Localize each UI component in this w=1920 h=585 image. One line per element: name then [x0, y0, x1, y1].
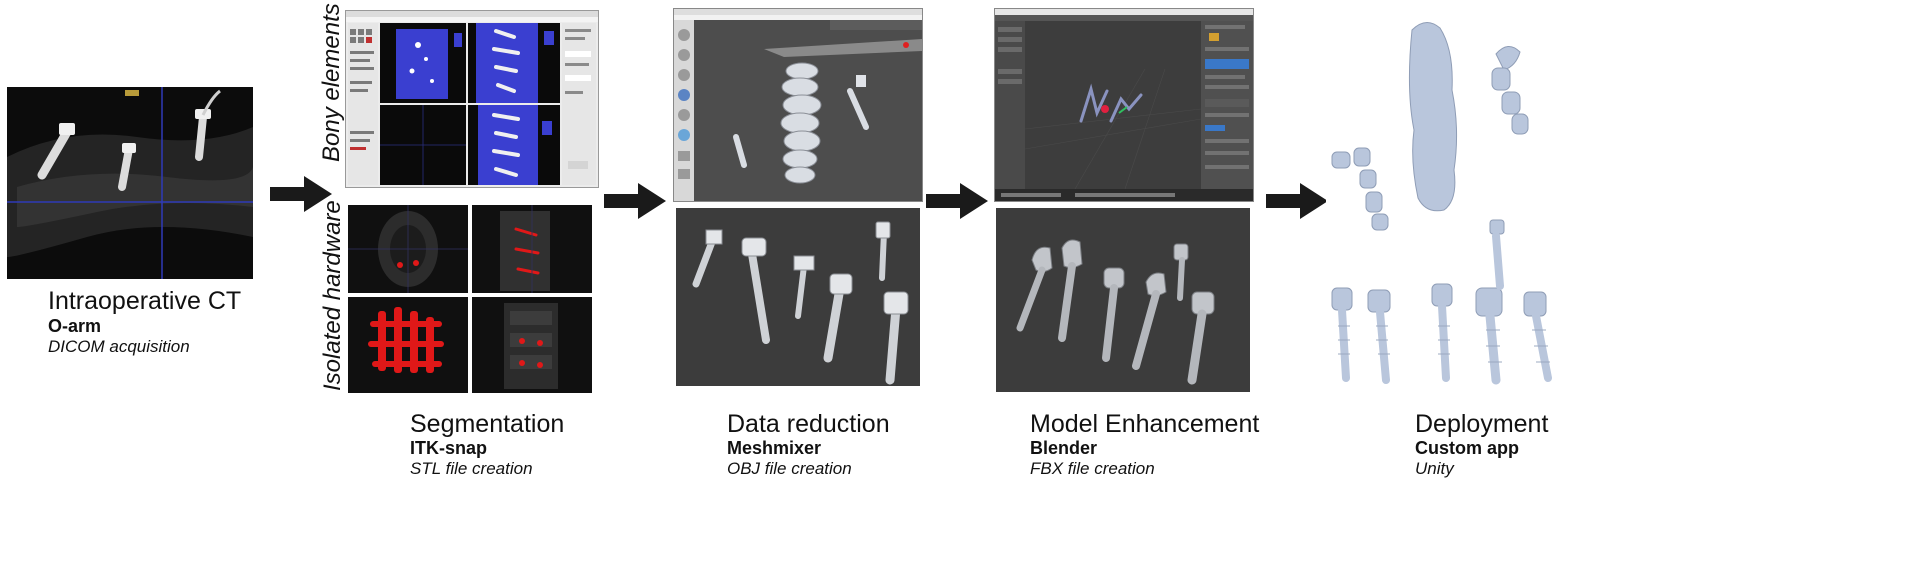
flow-arrow	[1266, 183, 1328, 219]
stage-note: Unity	[1415, 459, 1454, 478]
stage-tool: ITK-snap	[410, 438, 488, 458]
flow-arrow	[604, 183, 666, 219]
hardware-coronal-view	[472, 297, 592, 393]
stage-tool: O-arm	[48, 316, 102, 336]
meshmixer-screenshot	[673, 8, 923, 202]
blender-screenshot	[994, 8, 1254, 202]
meshmixer-hardware-render	[676, 208, 920, 386]
stage-note: DICOM acquisition	[48, 337, 190, 356]
itk-snap-screenshot	[345, 10, 599, 188]
stage-title: Model Enhancement	[1030, 410, 1260, 438]
stage-note: FBX file creation	[1030, 459, 1155, 478]
hardware-sagittal-view	[472, 205, 592, 293]
flow-arrow	[926, 183, 988, 219]
stage-title: Data reduction	[727, 410, 890, 438]
stage-tool: Meshmixer	[727, 438, 822, 458]
stage-title: Intraoperative CT	[48, 287, 242, 315]
blender-hardware-render	[996, 208, 1250, 392]
hardware-3d-render	[348, 297, 468, 393]
stage-title: Deployment	[1415, 410, 1549, 438]
row-label-bony-elements: Bony elements	[318, 3, 345, 162]
stage-tool: Custom app	[1415, 438, 1520, 458]
stage-note: STL file creation	[410, 459, 533, 478]
flow-arrow	[270, 176, 332, 212]
stage-tool: Blender	[1030, 438, 1098, 458]
stage-note: OBJ file creation	[727, 459, 852, 478]
intraoperative-ct-image	[7, 87, 253, 279]
stage-title: Segmentation	[410, 410, 565, 438]
row-label-isolated-hardware: Isolated hardware	[319, 200, 346, 391]
hardware-axial-view	[348, 205, 468, 293]
deployment-3d-models	[1326, 10, 1568, 390]
